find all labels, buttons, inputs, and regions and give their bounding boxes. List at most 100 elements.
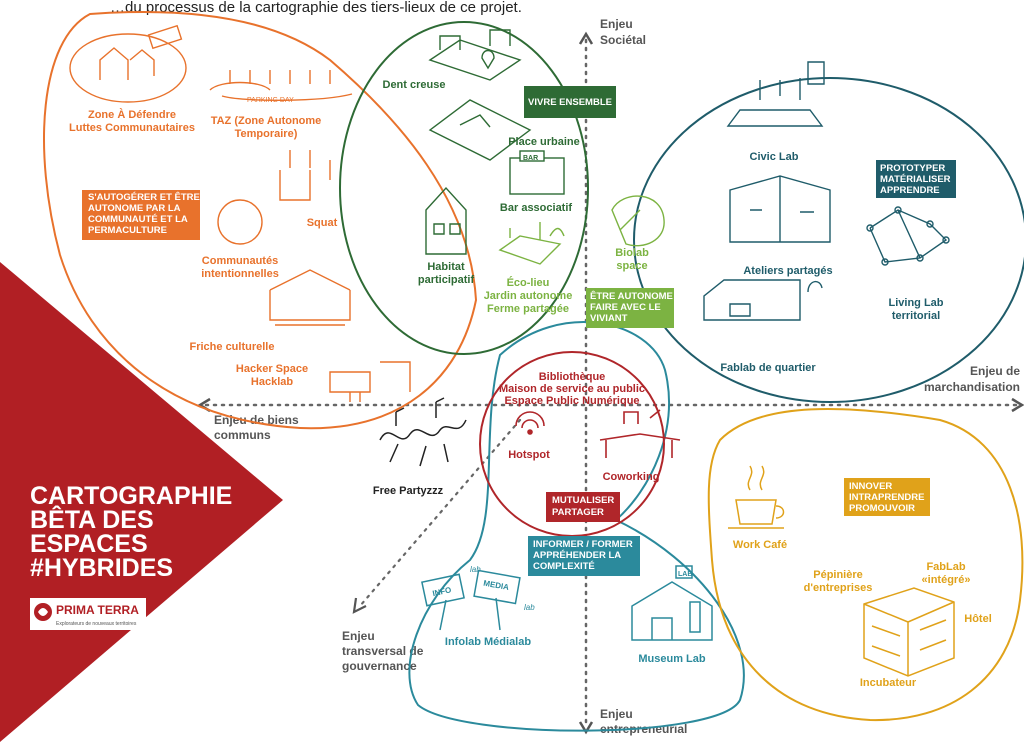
label-communautes-1: Communautés xyxy=(202,255,278,267)
axis-diagonal-label-2: transversal de xyxy=(342,644,424,658)
label-work-cafe: Work Café xyxy=(733,539,787,551)
incubator-cube-icon xyxy=(863,587,955,677)
work-cafe-cup-icon xyxy=(728,499,785,529)
axis-diagonal-label-3: gouvernance xyxy=(342,659,417,673)
friche-stage-icon xyxy=(269,269,351,326)
axis-right-label-2: marchandisation xyxy=(924,380,1020,394)
yellow-box-line-2: INTRAPRENDRE xyxy=(849,492,924,503)
cube-grid-lines xyxy=(871,619,947,657)
bar-sketch-text: BAR xyxy=(523,155,538,162)
label-incubateur: Incubateur xyxy=(860,677,917,689)
eco-lieu-garden-icon xyxy=(498,222,565,265)
yellow-sketches xyxy=(728,465,955,677)
green-box-bg xyxy=(524,86,616,118)
yellow-region-outline xyxy=(707,407,1024,722)
label-civic-lab: Civic Lab xyxy=(750,151,799,163)
label-hacker-1: Hacker Space xyxy=(236,363,308,375)
label-bibliotheque-3: Espace Public Numérique xyxy=(504,395,639,407)
label-taz-1: TAZ (Zone Autonome xyxy=(211,115,322,127)
logo-tagline: Explorateurs de nouveaux territoires xyxy=(56,621,137,627)
coffee-steam-icon xyxy=(747,465,765,491)
teal-box-line-3: APPRENDRE xyxy=(880,185,940,196)
label-squat: Squat xyxy=(307,217,338,229)
logo-swirl-icon xyxy=(38,608,48,616)
label-eco-lieu-3: Ferme partagée xyxy=(487,303,569,315)
label-zad-1: Zone À Défendre xyxy=(88,108,176,121)
zad-village-sketch-icon xyxy=(69,33,187,103)
axis-right-label-1: Enjeu de xyxy=(970,364,1020,378)
bar-associatif-sketch-icon xyxy=(509,157,565,195)
label-pepiniere-1: Pépinière xyxy=(813,569,863,581)
label-habitat-2: participatif xyxy=(418,274,475,286)
axis-arrow-down-icon xyxy=(578,721,594,735)
medialab-sign-post xyxy=(495,597,501,631)
title-line-3: ESPACES xyxy=(30,530,148,558)
yellow-theme-box: INNOVER INTRAPRENDRE PROMOUVOIR xyxy=(844,478,930,516)
lightgreen-sketches xyxy=(498,195,665,265)
label-communautes-2: intentionnelles xyxy=(201,268,279,280)
fablab-quartier-shop-icon xyxy=(703,279,823,321)
logo-name: PRIMA TERRA xyxy=(56,603,139,617)
civic-lab-table-icon xyxy=(726,61,825,127)
cyan-box-line-1: INFORMER / FORMER xyxy=(533,539,633,550)
label-hotel: Hôtel xyxy=(964,613,992,625)
green-labels: Dent creuse Place urbaine Bar associatif… xyxy=(383,79,580,286)
label-dent-creuse: Dent creuse xyxy=(383,79,446,91)
teal-region-outline xyxy=(633,77,1024,403)
axis-arrow-up-icon xyxy=(578,31,594,45)
place-urbaine-sketch-icon xyxy=(428,99,532,161)
axis-left-label-1: Enjeu de biens xyxy=(214,413,299,427)
lightgreen-theme-box: ÊTRE AUTONOME FAIRE AVEC LE VIVIANT xyxy=(586,288,674,328)
teal-box-line-2: MATÉRIALISER xyxy=(880,174,951,185)
axis-arrow-diagonal-icon xyxy=(352,597,367,614)
orange-box-line-1: S'AUTOGÉRER ET ÊTRE xyxy=(88,191,200,203)
media-lab-sketch-text: lab xyxy=(524,603,535,612)
orange-box-line-4: PERMACULTURE xyxy=(88,225,167,236)
green-region-outline xyxy=(339,21,589,355)
label-living-lab-2: territorial xyxy=(892,310,940,322)
axis-arrow-right-icon xyxy=(1011,397,1024,413)
top-sentence: …du processus de la cartographie des tie… xyxy=(110,0,522,16)
biolab-scientist-icon xyxy=(611,195,665,247)
teal-labels: Civic Lab Ateliers partagés Living Lab t… xyxy=(720,151,943,374)
cyan-theme-box: INFORMER / FORMER APPRÉHENDER LA COMPLEX… xyxy=(528,536,640,576)
museum-lab-sketch-text: LAB xyxy=(678,571,692,578)
teal-sketches xyxy=(703,61,950,321)
label-pepiniere-2: d'entreprises xyxy=(804,582,873,594)
habitat-house-icon xyxy=(425,186,467,255)
parking-day-sketch-text: PARKING DAY xyxy=(247,97,294,104)
label-bibliotheque-1: Bibliothèque xyxy=(539,371,606,383)
orange-region-outline xyxy=(43,11,478,430)
yellow-box-line-3: PROMOUVOIR xyxy=(849,503,915,514)
axis-left-label-2: communs xyxy=(214,428,271,442)
cyan-box-line-3: COMPLEXITÉ xyxy=(533,561,595,572)
coworking-desk-icon xyxy=(599,409,681,458)
ateliers-room-icon xyxy=(729,175,831,243)
label-coworking: Coworking xyxy=(603,471,660,483)
label-bar-associatif: Bar associatif xyxy=(500,202,572,214)
cyan-region-outline xyxy=(408,321,745,732)
yellow-labels: Work Café Pépinière d'entreprises FabLab… xyxy=(733,539,992,689)
lightgreen-box-line-3: VIVIANT xyxy=(590,313,628,324)
free-party-dancers-icon xyxy=(379,397,467,467)
green-box-line-1: VIVRE ENSEMBLE xyxy=(528,97,612,108)
label-ateliers: Ateliers partagés xyxy=(743,265,832,277)
label-free-party: Free Partyzzz xyxy=(373,485,444,497)
bar-sign-icon xyxy=(519,150,545,162)
zad-house-icon xyxy=(99,47,155,80)
red-theme-box: MUTUALISER PARTAGER xyxy=(546,492,620,522)
label-biolab-1: Biolab xyxy=(615,247,649,259)
zad-flag-icon xyxy=(147,24,183,50)
lightgreen-box-bg xyxy=(586,288,674,328)
prima-terra-logo: PRIMA TERRA Explorateurs de nouveaux ter… xyxy=(30,598,146,630)
hotspot-dot-icon xyxy=(527,429,533,435)
infolab-sign-post xyxy=(439,599,447,631)
dent-creuse-sketch-icon xyxy=(428,29,522,81)
info-lab-sketch-text: lab xyxy=(470,565,481,574)
red-sketches xyxy=(515,409,681,458)
teal-box-line-1: PROTOTYPER xyxy=(880,163,945,174)
axis-diagonal-label-1: Enjeu xyxy=(342,629,375,643)
title-line-2: BÊTA DES xyxy=(30,504,154,534)
cyan-labels: Infolab Médialab Museum Lab xyxy=(445,636,706,665)
label-fablab-integre-2: «intégré» xyxy=(922,574,971,586)
